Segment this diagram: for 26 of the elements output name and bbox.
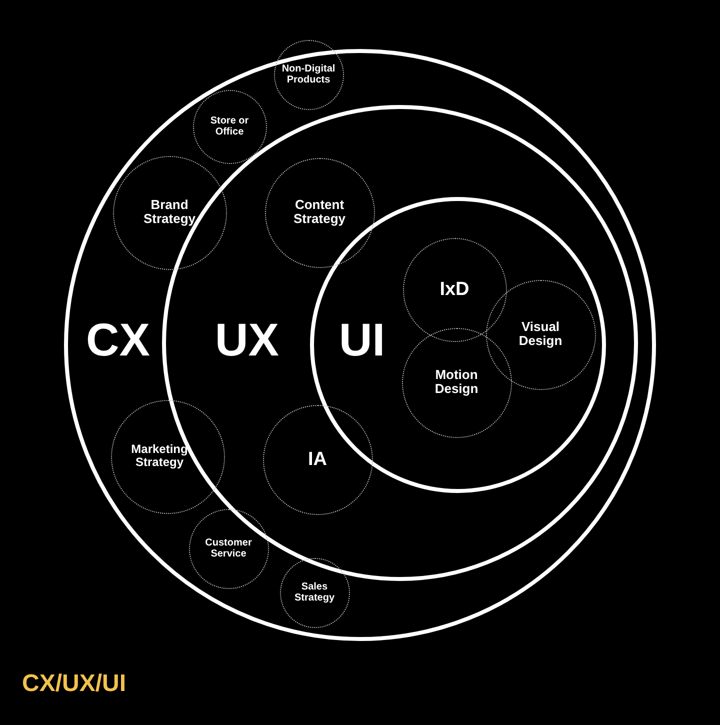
circle-label: Visual Design xyxy=(518,320,564,350)
circle-heading: UI xyxy=(339,314,385,366)
caption: CX/UX/UI xyxy=(22,670,126,698)
dotted-circle xyxy=(280,558,350,628)
dotted-circle xyxy=(403,238,507,342)
dotted-circle xyxy=(486,280,596,390)
dotted-circle xyxy=(402,328,512,438)
dotted-circle xyxy=(189,509,269,589)
circle-heading: CX xyxy=(86,314,150,366)
dotted-circle xyxy=(193,90,267,164)
circle-label: Marketing Strategy xyxy=(130,442,189,470)
circle-label: Sales Strategy xyxy=(293,581,336,604)
dotted-circle xyxy=(263,405,373,515)
dotted-circle xyxy=(113,156,227,270)
circle-label: Brand Strategy xyxy=(142,198,197,228)
circle-label: Customer Service xyxy=(204,537,253,560)
circle-label: Non-Digital Products xyxy=(280,63,336,86)
circle-label: Content Strategy xyxy=(292,198,347,228)
circle-label: Motion Design xyxy=(434,368,480,398)
dotted-circle xyxy=(111,400,225,514)
dotted-circle xyxy=(265,158,375,268)
circle-label: IxD xyxy=(438,278,470,300)
dotted-circle xyxy=(274,40,344,110)
circle-label: IA xyxy=(307,448,328,470)
circle-label: Store or Office xyxy=(209,115,250,138)
circle-heading: UX xyxy=(215,314,279,366)
